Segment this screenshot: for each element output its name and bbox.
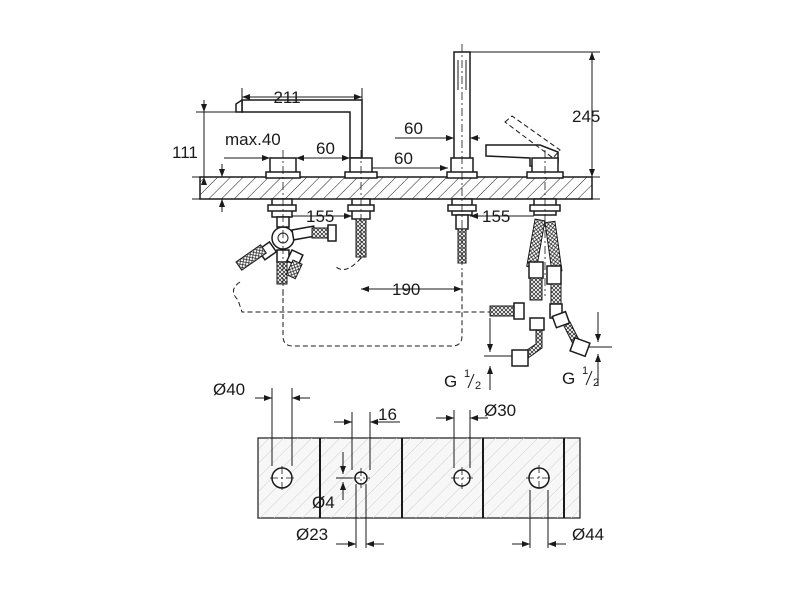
dim-handle-pos: 60 — [394, 149, 413, 168]
spout-assembly — [235, 150, 337, 296]
dim-overall-height: 245 — [572, 107, 600, 126]
thread-a-label: G — [444, 372, 457, 391]
thread-b-label: G — [562, 369, 575, 388]
hose-route — [233, 281, 490, 313]
top-view: 211 111 max.40 60 60 60 — [172, 44, 612, 392]
dim-spacing-c: 190 — [392, 280, 420, 299]
thread-b-num: 1 — [582, 365, 588, 377]
dim-spout-reach: 211 — [273, 88, 300, 107]
control-handle — [485, 115, 564, 319]
dim-shower-pos: 60 — [404, 119, 423, 138]
dim-spout-pos: 60 — [316, 139, 335, 158]
deck-section — [199, 176, 593, 200]
dim-hole-30: Ø30 — [484, 401, 516, 420]
dim-spacing-a: 155 — [306, 207, 334, 226]
bottom-view: Ø40 16 Ø30 Ø4 Ø23 — [213, 380, 604, 548]
thread-b-den: 2 — [593, 377, 599, 389]
dim-gap-16: 16 — [378, 405, 397, 424]
dim-hole-23: Ø23 — [296, 525, 328, 544]
dim-pin-4: Ø4 — [312, 493, 335, 512]
dim-max-thickness: max.40 — [225, 130, 281, 149]
dim-spout-height: 111 — [172, 143, 198, 162]
thread-a-num: 1 — [464, 368, 470, 380]
dim-hole-44: Ø44 — [572, 525, 604, 544]
dim-hole-40: Ø40 — [213, 380, 245, 399]
supply-connectors — [489, 302, 591, 367]
thread-a-den: 2 — [475, 380, 481, 392]
dim-spacing-b: 155 — [482, 207, 510, 226]
hand-shower — [446, 44, 478, 270]
spout-stem — [235, 98, 378, 262]
